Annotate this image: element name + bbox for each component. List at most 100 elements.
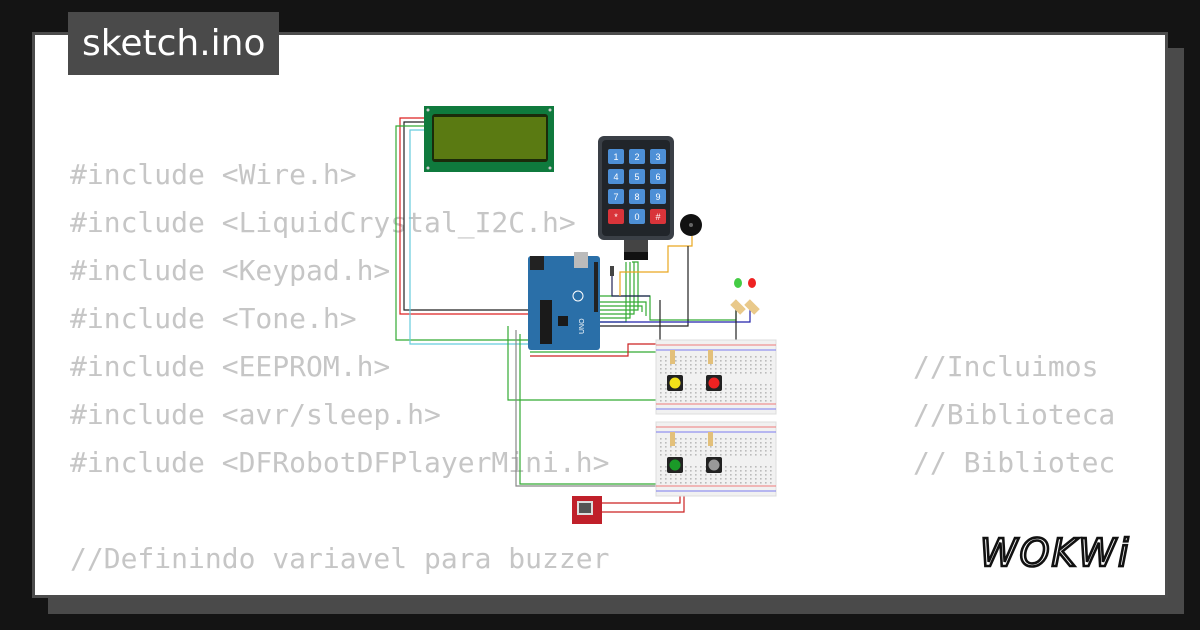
breadboard-hole <box>695 368 697 370</box>
breadboard-hole <box>760 474 762 476</box>
breadboard-hole <box>755 396 757 398</box>
mp3-player-module[interactable] <box>572 496 602 524</box>
breadboard-hole <box>730 396 732 398</box>
breadboard-hole <box>760 470 762 472</box>
breadboard-hole <box>735 474 737 476</box>
breadboard-hole <box>725 364 727 366</box>
breadboard-hole <box>665 392 667 394</box>
led-green[interactable] <box>730 278 746 315</box>
breadboard-hole <box>765 446 767 448</box>
breadboard-hole <box>685 372 687 374</box>
breadboard-hole <box>755 474 757 476</box>
breadboard-hole <box>675 360 677 362</box>
file-tab[interactable]: sketch.ino <box>68 12 280 75</box>
breadboard-hole <box>755 454 757 456</box>
slide-switch[interactable] <box>610 266 614 276</box>
breadboard-hole <box>720 356 722 358</box>
breadboard-hole <box>740 356 742 358</box>
breadboard-hole <box>685 400 687 402</box>
keypad-key[interactable] <box>629 149 645 164</box>
breadboard-hole <box>705 438 707 440</box>
breadboard-hole <box>745 474 747 476</box>
breadboard-hole <box>675 356 677 358</box>
breadboard-hole <box>675 454 677 456</box>
breadboard-hole <box>725 356 727 358</box>
lcd-display[interactable] <box>424 106 554 172</box>
breadboard-hole <box>740 450 742 452</box>
breadboard-hole <box>705 454 707 456</box>
breadboard-hole <box>695 392 697 394</box>
breadboard-hole <box>710 478 712 480</box>
breadboard-hole <box>675 368 677 370</box>
breadboard-hole <box>725 454 727 456</box>
breadboard-hole <box>705 466 707 468</box>
breadboard-hole <box>685 450 687 452</box>
keypad-key[interactable] <box>629 169 645 184</box>
keypad-key[interactable] <box>608 169 624 184</box>
breadboard-hole <box>680 360 682 362</box>
breadboard-hole <box>765 478 767 480</box>
breadboard-hole <box>675 438 677 440</box>
keypad-key[interactable] <box>608 149 624 164</box>
breadboard-hole <box>700 400 702 402</box>
breadboard-hole <box>670 368 672 370</box>
breadboard-hole <box>675 364 677 366</box>
breadboard-hole <box>665 474 667 476</box>
breadboard-hole <box>750 384 752 386</box>
keypad-key[interactable] <box>629 209 645 224</box>
button-yellow[interactable] <box>667 375 683 391</box>
keypad-key[interactable] <box>650 169 666 184</box>
breadboard-hole <box>710 450 712 452</box>
breadboard-hole <box>770 446 772 448</box>
keypad-key-label: 5 <box>634 172 639 182</box>
button-green[interactable] <box>667 457 683 473</box>
keypad-key-label: 1 <box>613 152 618 162</box>
keypad-key-label: 7 <box>613 192 618 202</box>
breadboard-hole <box>770 438 772 440</box>
breadboard-hole <box>735 400 737 402</box>
led-red[interactable] <box>744 278 760 315</box>
keypad-key[interactable] <box>629 189 645 204</box>
breadboard-hole <box>710 368 712 370</box>
breadboard-hole <box>730 442 732 444</box>
breadboard-hole <box>770 466 772 468</box>
breadboard-hole <box>660 478 662 480</box>
breadboard-hole <box>735 446 737 448</box>
breadboard-hole <box>700 450 702 452</box>
breadboard-hole <box>690 372 692 374</box>
code-line: #include <Wire.h> <box>70 151 1134 199</box>
breadboard-hole <box>665 372 667 374</box>
buzzer[interactable] <box>680 214 702 236</box>
breadboard-hole <box>765 396 767 398</box>
arduino-board[interactable]: UNO <box>528 252 600 350</box>
button-gray[interactable] <box>706 457 722 473</box>
keypad-key[interactable] <box>608 189 624 204</box>
breadboard-hole <box>685 482 687 484</box>
keypad-key[interactable] <box>650 189 666 204</box>
keypad-key-label: # <box>655 212 660 222</box>
breadboard-hole <box>690 360 692 362</box>
breadboard-hole <box>660 474 662 476</box>
breadboard-hole <box>730 438 732 440</box>
breadboard-hole <box>690 470 692 472</box>
code-text: Tone buzzer; <box>70 590 272 595</box>
keypad-key[interactable] <box>608 209 624 224</box>
button-red[interactable] <box>706 375 722 391</box>
breadboard-hole <box>720 482 722 484</box>
breadboard-hole <box>665 470 667 472</box>
breadboard-hole <box>750 388 752 390</box>
code-line: #include <Keypad.h> <box>70 247 1134 295</box>
breadboard-hole <box>710 392 712 394</box>
breadboard-hole <box>755 446 757 448</box>
breadboard-hole <box>750 364 752 366</box>
breadboard-hole <box>750 400 752 402</box>
keypad-key[interactable] <box>650 209 666 224</box>
breadboard-hole <box>735 466 737 468</box>
breadboard-hole <box>685 470 687 472</box>
breadboard-hole <box>745 360 747 362</box>
breadboard-hole <box>660 364 662 366</box>
keypad-key[interactable] <box>650 149 666 164</box>
breadboard-hole <box>685 446 687 448</box>
breadboard-hole <box>715 474 717 476</box>
